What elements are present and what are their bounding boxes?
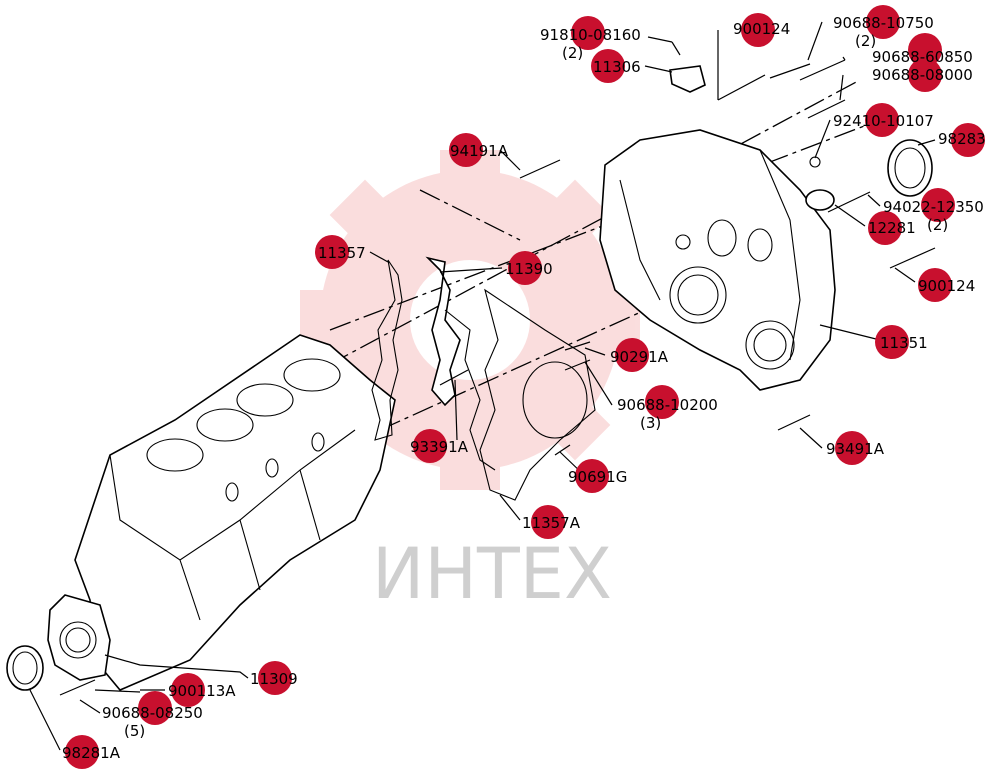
label-11390: 11390 (505, 260, 553, 278)
label-94191a: 94191A (450, 142, 509, 160)
bolt-91810 (671, 41, 681, 56)
bolt-90691 (554, 444, 571, 456)
label-90688-10750-qty: (2) (855, 32, 876, 50)
bolt-900124-top (717, 74, 766, 101)
bolt-90688d (564, 359, 591, 371)
bolt-94191 (519, 159, 561, 179)
label-91810-qty: (2) (562, 44, 583, 62)
label-93391a: 93391A (410, 438, 469, 456)
watermark-gear-icon (300, 150, 640, 490)
bolt-90688-a (769, 63, 811, 79)
label-11351: 11351 (880, 334, 928, 352)
label-11357a: 11357A (522, 514, 581, 532)
label-93491a: 93491A (826, 440, 885, 458)
label-90688-10200: 90688-10200 (617, 396, 718, 414)
watermark-text: ИНТЕХ (372, 533, 612, 615)
label-11357: 11357 (318, 244, 366, 262)
label-90688-10200-qty: (3) (640, 414, 661, 432)
label-98283: 98283 (938, 130, 986, 148)
label-90688-08250: 90688-08250 (102, 704, 203, 722)
label-90688-08250-qty: (5) (124, 722, 145, 740)
bolt-900124-right (889, 247, 936, 269)
label-12281: 12281 (868, 219, 916, 237)
rear-oil-seal (6, 645, 44, 691)
label-91810: 91810-08160 (540, 26, 641, 44)
bolt-93491 (777, 414, 811, 431)
rear-bolt (59, 679, 141, 696)
dowel-pin (439, 369, 469, 386)
engine-block (74, 334, 396, 691)
washer-12281 (805, 189, 835, 211)
label-11309: 11309 (250, 670, 298, 688)
label-90688-08000: 90688-08000 (872, 66, 973, 84)
cover-11306 (669, 65, 706, 93)
timing-case (599, 129, 836, 391)
gasket-hole (522, 361, 588, 439)
gasket-11357 (371, 259, 403, 441)
label-900124-right: 900124 (918, 277, 975, 295)
label-90691g: 90691G (568, 468, 627, 486)
front-oil-seal (887, 139, 933, 197)
label-90688-60850: 90688-60850 (872, 48, 973, 66)
label-12281-qty: (2) (927, 216, 948, 234)
bolt-90291 (564, 341, 591, 351)
gasket-11357a (479, 288, 596, 501)
label-90291a: 90291A (610, 348, 669, 366)
bolt-90688-c (807, 99, 846, 119)
rear-plate (47, 594, 111, 681)
plate-11390 (425, 256, 461, 407)
leader-lines (29, 21, 936, 751)
bolt-90688-b (799, 59, 846, 81)
label-900113a: 900113A (168, 682, 236, 700)
part-labels: 91810-08160 (2) 11306 900124 90688-10750… (62, 14, 986, 762)
bolt-94022 (827, 191, 871, 213)
nut-92410 (809, 156, 821, 168)
label-90688-10750: 90688-10750 (833, 14, 934, 32)
label-92410: 92410-10107 (833, 112, 934, 130)
part-markers (65, 5, 985, 769)
label-900124-top: 900124 (733, 20, 790, 38)
label-94022: 94022-12350 (883, 198, 984, 216)
label-98281a: 98281A (62, 744, 121, 762)
label-11306: 11306 (593, 58, 641, 76)
